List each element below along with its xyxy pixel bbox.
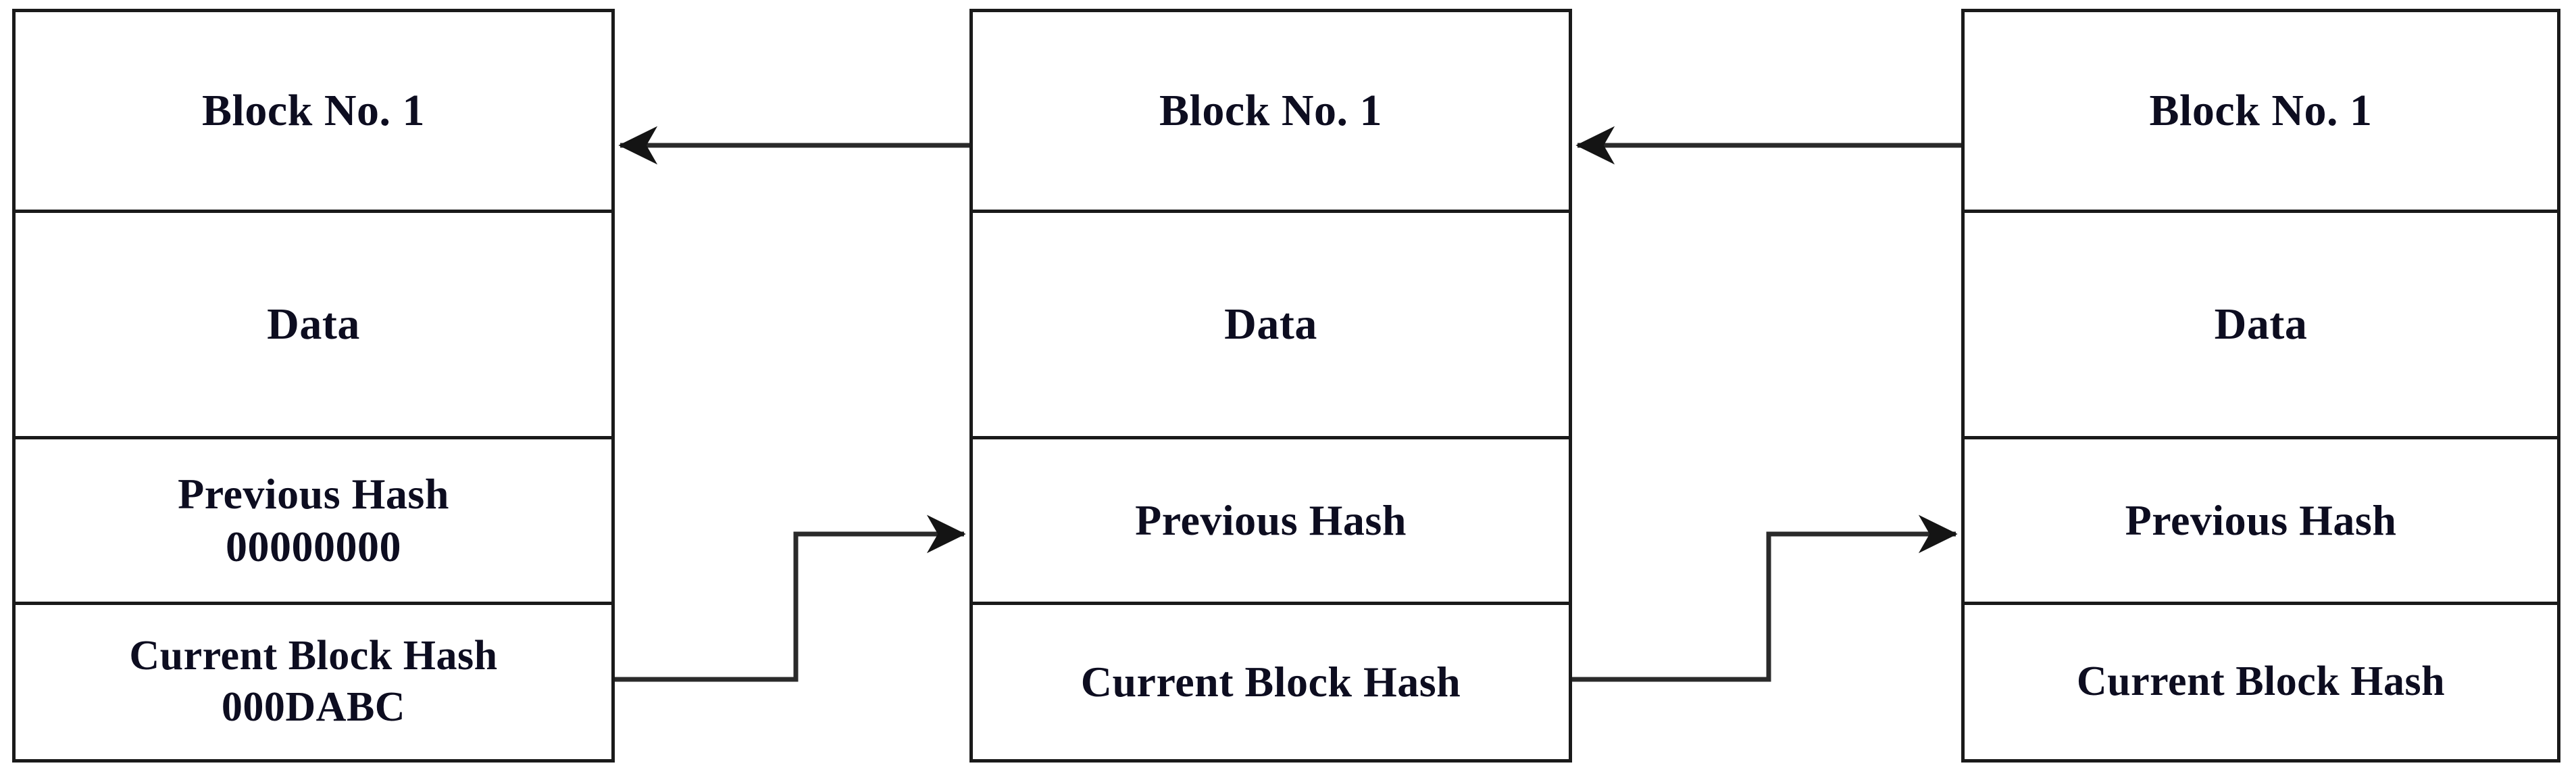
connector-2-hash-to-3-prev [1572, 514, 1958, 682]
block-1-title: Block No. 1 [201, 85, 426, 135]
block-3-previous-hash-row: Previous Hash [1965, 436, 2557, 602]
block-2-previous-hash: Previous Hash [1135, 495, 1407, 544]
block-2[interactable]: Block No. 1 Data Previous Hash Current B… [969, 9, 1572, 763]
block-3[interactable]: Block No. 1 Data Previous Hash Current B… [1961, 9, 2560, 763]
block-3-previous-hash: Previous Hash [2125, 495, 2397, 544]
block-1-current-hash: Current Block Hash 000DABC [129, 633, 498, 730]
block-1[interactable]: Block No. 1 Data Previous Hash 00000000 … [12, 9, 615, 763]
block-2-title: Block No. 1 [1159, 85, 1383, 135]
block-1-previous-hash-row: Previous Hash 00000000 [16, 436, 611, 602]
block-3-title-row: Block No. 1 [1965, 12, 2557, 210]
block-3-data-label: Data [2214, 299, 2308, 349]
block-3-title: Block No. 1 [2149, 85, 2373, 135]
block-2-data-row: Data [973, 210, 1569, 436]
block-1-current-hash-row: Current Block Hash 000DABC [16, 602, 611, 759]
block-2-current-hash-row: Current Block Hash [973, 602, 1569, 759]
block-1-data-label: Data [267, 299, 360, 349]
block-2-previous-hash-row: Previous Hash [973, 436, 1569, 602]
block-2-title-row: Block No. 1 [973, 12, 1569, 210]
block-2-data-label: Data [1224, 299, 1317, 349]
block-3-data-row: Data [1965, 210, 2557, 436]
block-1-previous-hash: Previous Hash 00000000 [178, 469, 449, 571]
block-3-current-hash-row: Current Block Hash [1965, 602, 2557, 759]
block-1-title-row: Block No. 1 [16, 12, 611, 210]
connector-1-hash-to-2-prev [615, 514, 966, 682]
block-3-current-hash: Current Block Hash [2076, 658, 2446, 705]
block-1-data-row: Data [16, 210, 611, 436]
block-2-current-hash: Current Block Hash [1080, 657, 1461, 706]
